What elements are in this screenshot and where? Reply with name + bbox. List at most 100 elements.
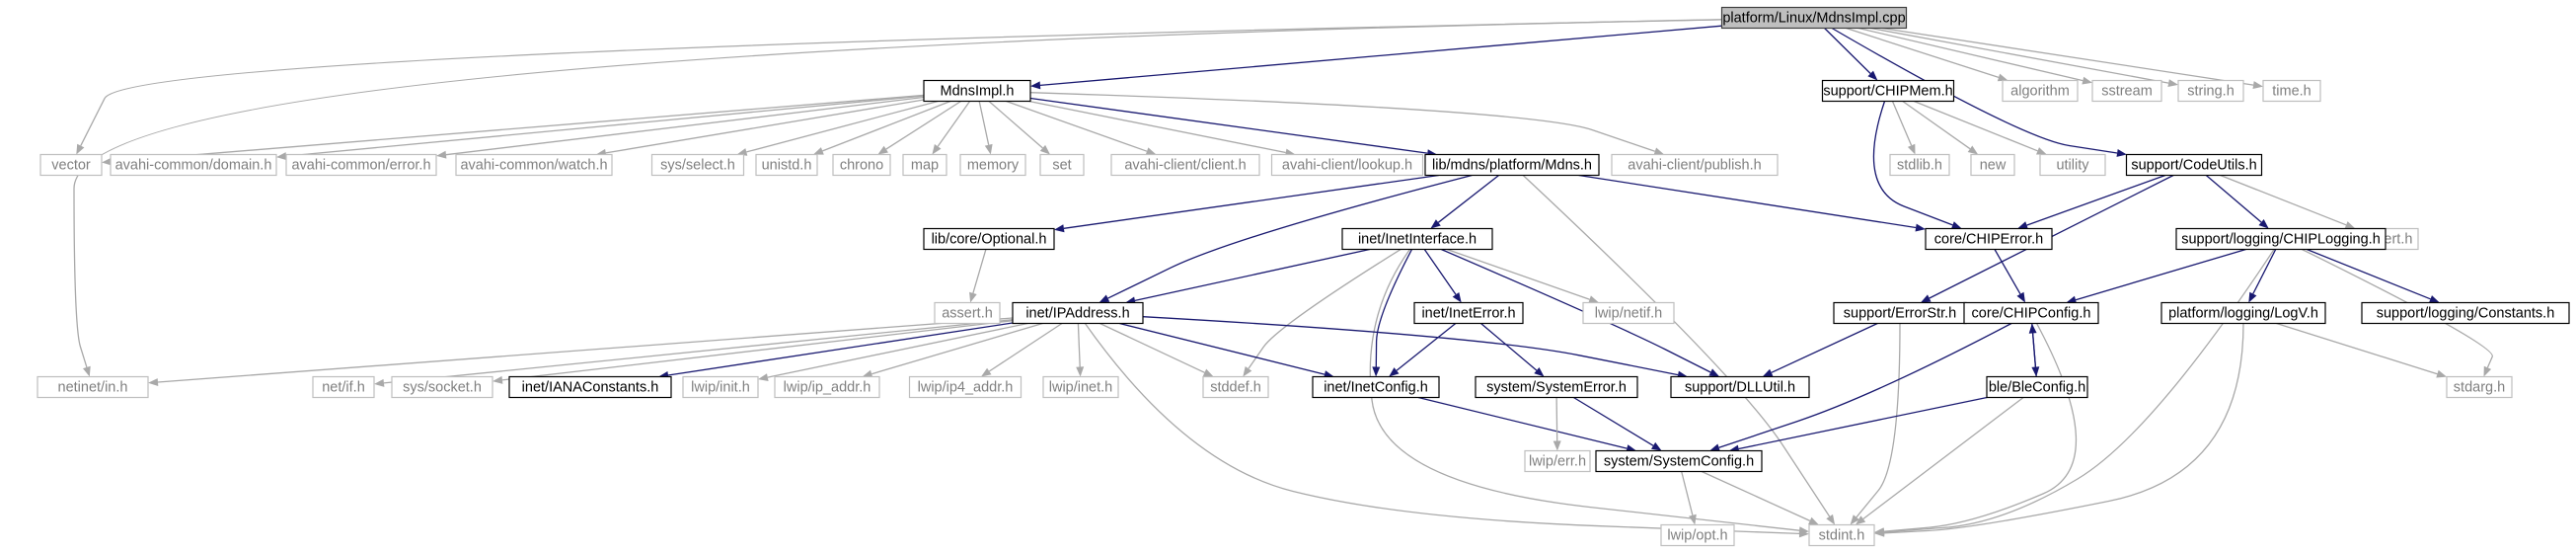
node-box-chiplogging <box>2175 227 2387 251</box>
node-box-net_if <box>312 375 375 399</box>
node-time_h: time.h <box>2262 79 2321 103</box>
node-root[interactable]: platform/Linux/MdnsImpl.cpp <box>1720 6 1908 30</box>
node-ipaddress[interactable]: inet/IPAddress.h <box>1012 301 1144 325</box>
node-label-avahi_client: avahi-client/client.h <box>1124 158 1246 174</box>
node-label-sstream: sstream <box>2101 84 2153 100</box>
node-avahi_watch: avahi-common/watch.h <box>455 153 613 177</box>
arrowhead-root-to-time_h <box>2252 81 2263 89</box>
arrowhead-inetinterface-to-lwip_netif <box>1588 295 1599 303</box>
edge-mdns_h-to-inetinterface <box>1437 174 1499 223</box>
node-chiperror[interactable]: core/CHIPError.h <box>1925 227 2053 251</box>
node-errorstr[interactable]: support/ErrorStr.h <box>1833 301 1967 325</box>
arrowhead-inetinterface-to-inetconfig <box>1372 366 1381 377</box>
node-vector: vector <box>39 153 103 177</box>
edge-inetinterface-to-inetconfig <box>1375 249 1413 367</box>
edge-mdnsimpl_h-to-avahi_error <box>445 96 925 156</box>
node-sys_socket: sys/socket.h <box>391 375 493 399</box>
edge-root-to-time_h <box>1881 27 2254 86</box>
arrowhead-ipaddress-to-sys_socket <box>492 375 503 384</box>
node-constants[interactable]: support/logging/Constants.h <box>2361 301 2570 325</box>
arrowhead-chipmem_h-to-utility <box>2036 147 2047 155</box>
edge-ipaddress-to-dllutil <box>1142 316 1679 376</box>
node-codeutils[interactable]: support/CodeUtils.h <box>2125 153 2263 177</box>
node-avahi_lookup: avahi-client/lookup.h <box>1270 153 1424 177</box>
edge-chiplogging-to-chipconfig <box>2075 248 2246 301</box>
edge-inetinterface-to-stddef <box>1248 248 1402 369</box>
node-label-iana: inet/IANAConstants.h <box>522 380 659 396</box>
node-avahi_domain: avahi-common/domain.h <box>110 153 277 177</box>
node-label-chrono: chrono <box>840 158 883 174</box>
node-label-net_if: net/if.h <box>322 380 365 396</box>
node-ineterror[interactable]: inet/InetError.h <box>1413 301 1524 325</box>
edge-ipaddress-to-netinet_in <box>157 317 1014 383</box>
edge-chipmem_h-to-stdlib <box>1891 101 1913 146</box>
node-box-memory <box>959 153 1026 177</box>
node-label-optional: lib/core/Optional.h <box>932 232 1047 248</box>
node-inetinterface[interactable]: inet/InetInterface.h <box>1341 227 1493 251</box>
node-box-netinet_in <box>37 375 149 399</box>
edge-inetinterface-to-lwip_netif <box>1446 248 1590 300</box>
node-bleconfig[interactable]: ble/BleConfig.h <box>1986 375 2088 399</box>
edge-mdnsimpl_h-to-avahi_client <box>1006 100 1148 152</box>
edge-root-to-codeutils <box>1831 27 2118 154</box>
arrowhead-codeutils-to-nlassert <box>2344 221 2356 229</box>
arrowhead-mdns_h-to-chiperror <box>1915 223 1926 232</box>
node-box-chiperror <box>1925 227 2053 251</box>
edge-mdnsimpl_h-to-mdns_h <box>1029 97 1428 154</box>
edge-chipmem_h-to-chiperror <box>1872 101 1953 226</box>
arrowhead-chiplogging-to-constants <box>2429 295 2440 303</box>
edge-chiplogging-to-logv <box>2252 249 2277 294</box>
node-inetconfig[interactable]: inet/InetConfig.h <box>1312 375 1440 399</box>
node-optional[interactable]: lib/core/Optional.h <box>923 227 1055 251</box>
node-lwip_opt: lwip/opt.h <box>1660 523 1735 547</box>
node-box-lwip_ip4_addr <box>908 375 1023 399</box>
edge-codeutils-to-chiperror <box>2026 174 2166 226</box>
node-box-lwip_inet <box>1042 375 1119 399</box>
node-net_if: net/if.h <box>312 375 375 399</box>
node-sstream: sstream <box>2091 79 2162 103</box>
node-mdns_h[interactable]: lib/mdns/platform/Mdns.h <box>1424 153 1600 177</box>
node-box-logv <box>2160 301 2326 325</box>
node-systemconfig[interactable]: system/SystemConfig.h <box>1595 449 1763 473</box>
node-dllutil[interactable]: support/DLLUtil.h <box>1670 375 1810 399</box>
node-label-chipmem_h: support/CHIPMem.h <box>1823 84 1952 100</box>
node-chiplogging[interactable]: support/logging/CHIPLogging.h <box>2175 227 2387 251</box>
arrowhead-mdns_h-to-optional <box>1054 224 1065 233</box>
node-box-chrono <box>832 153 891 177</box>
node-label-bleconfig: ble/BleConfig.h <box>1989 380 2085 396</box>
node-box-time_h <box>2262 79 2321 103</box>
arrowhead-bleconfig-to-stdint <box>1855 515 1866 525</box>
node-box-map <box>902 153 947 177</box>
arrowhead-systemerror-to-systemconfig <box>1651 441 1662 451</box>
node-label-chiplogging: support/logging/CHIPLogging.h <box>2181 232 2381 248</box>
node-label-dllutil: support/DLLUtil.h <box>1685 380 1795 396</box>
node-label-lwip_ip4_addr: lwip/ip4_addr.h <box>918 380 1014 396</box>
edge-ipaddress-to-stddef <box>1099 322 1205 373</box>
node-new: new <box>1970 153 2015 177</box>
node-label-lwip_opt: lwip/opt.h <box>1667 528 1727 544</box>
node-chipmem_h[interactable]: support/CHIPMem.h <box>1821 79 1955 103</box>
node-box-stdlib <box>1889 153 1950 177</box>
node-mdnsimpl_h[interactable]: MdnsImpl.h <box>923 79 1031 103</box>
edge-inetinterface-to-ipaddress <box>1134 248 1370 302</box>
node-systemerror[interactable]: system/SystemError.h <box>1475 375 1638 399</box>
edge-bleconfig-to-stdint <box>1862 396 2024 520</box>
node-iana[interactable]: inet/IANAConstants.h <box>508 375 672 399</box>
node-label-vector: vector <box>51 158 91 174</box>
node-label-constants: support/logging/Constants.h <box>2377 306 2555 322</box>
node-box-ineterror <box>1413 301 1524 325</box>
edge-ipaddress-to-inetconfig <box>1119 322 1326 375</box>
arrowhead-chiplogging-to-logv <box>2248 291 2257 303</box>
arrowhead-codeutils-to-chiplogging <box>2258 219 2269 229</box>
edge-ipaddress-to-lwip_inet <box>1077 323 1081 367</box>
edge-systemconfig-to-lwip_opt <box>1681 471 1694 515</box>
edge-mdnsimpl_h-to-avahi_domain <box>285 95 925 157</box>
edge-systemerror-to-systemconfig <box>1573 396 1654 446</box>
node-logv[interactable]: platform/logging/LogV.h <box>2160 301 2326 325</box>
node-label-sys_socket: sys/socket.h <box>403 380 482 396</box>
arrowhead-mdnsimpl_h-to-avahi_publish <box>1653 147 1665 156</box>
node-chipconfig[interactable]: core/CHIPConfig.h <box>1963 301 2099 325</box>
node-box-mdnsimpl_h <box>923 79 1031 103</box>
node-box-string_h <box>2177 79 2244 103</box>
edge-inetinterface-to-stdint <box>1369 249 1800 531</box>
